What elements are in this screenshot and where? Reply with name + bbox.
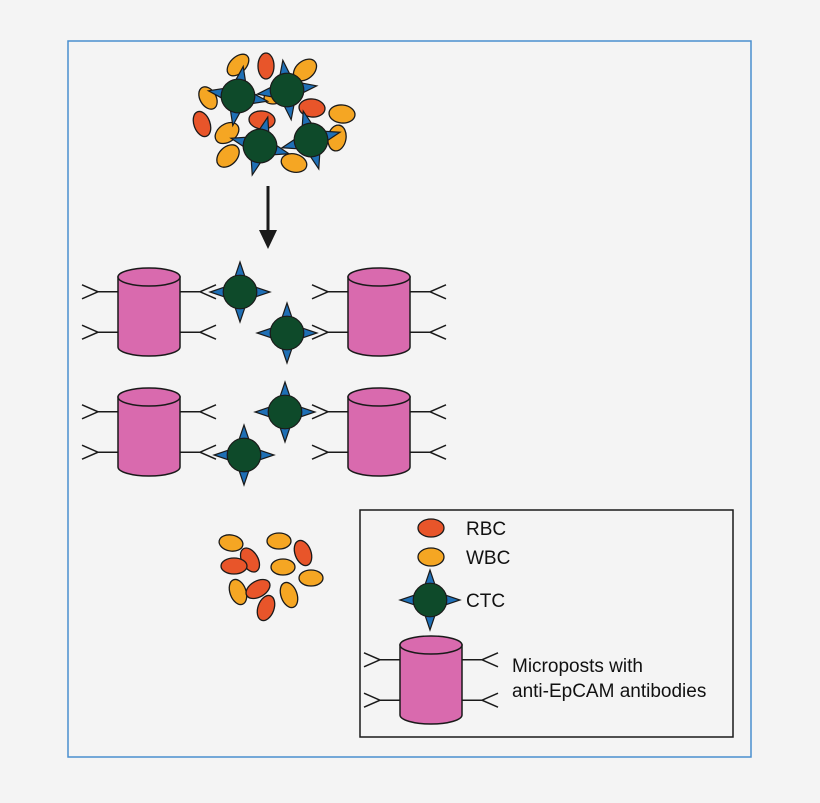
micropost	[311, 267, 447, 357]
micropost	[81, 387, 217, 477]
rbc-cell	[257, 52, 275, 80]
rbc-cell	[245, 578, 271, 600]
legend-wbc-label: WBC	[466, 548, 510, 569]
ctc-cell	[280, 109, 342, 171]
wbc-cell	[266, 532, 292, 550]
wbc-cell	[298, 569, 324, 587]
wbc-cell	[228, 578, 248, 606]
rbc-cell	[192, 110, 212, 138]
ctc-cell	[229, 115, 291, 177]
captured-ctc-group	[208, 260, 319, 487]
legend-rbc-label: RBC	[466, 519, 506, 540]
rbc-cell	[293, 539, 313, 567]
ctc-cell	[206, 64, 270, 128]
ctc-cell	[255, 58, 319, 122]
captured-ctc-cell	[255, 301, 319, 365]
legend-wbc-icon	[417, 547, 445, 567]
captured-ctc-cell	[212, 423, 276, 487]
captured-ctc-cell	[253, 380, 317, 444]
captured-ctc-cell	[208, 260, 272, 324]
micropost	[311, 387, 447, 477]
legend-micropost-icon	[363, 635, 499, 725]
legend-box: RBC WBC CTC Microposts with anti-EpCAM a…	[359, 509, 734, 738]
legend-ctc-label: CTC	[466, 591, 505, 612]
rbc-cell	[256, 594, 276, 622]
rbc-cell	[220, 557, 248, 575]
micropost	[81, 267, 217, 357]
legend-micropost-label-line2: anti-EpCAM antibodies	[512, 681, 706, 702]
wbc-cell	[279, 581, 299, 609]
waste-cells-cluster	[218, 532, 324, 622]
legend-ctc-icon	[398, 568, 462, 632]
flow-arrow	[259, 186, 277, 249]
blood-sample-cluster	[192, 52, 356, 177]
wbc-cell	[328, 104, 356, 124]
wbc-cell	[280, 153, 308, 173]
legend-rbc-icon	[417, 518, 445, 538]
wbc-cell	[216, 144, 240, 168]
legend-micropost-label-line1: Microposts with	[512, 656, 643, 677]
rbc-cell	[298, 98, 326, 118]
wbc-cell	[218, 534, 244, 552]
wbc-cell	[270, 558, 296, 576]
micropost-array	[81, 267, 447, 477]
